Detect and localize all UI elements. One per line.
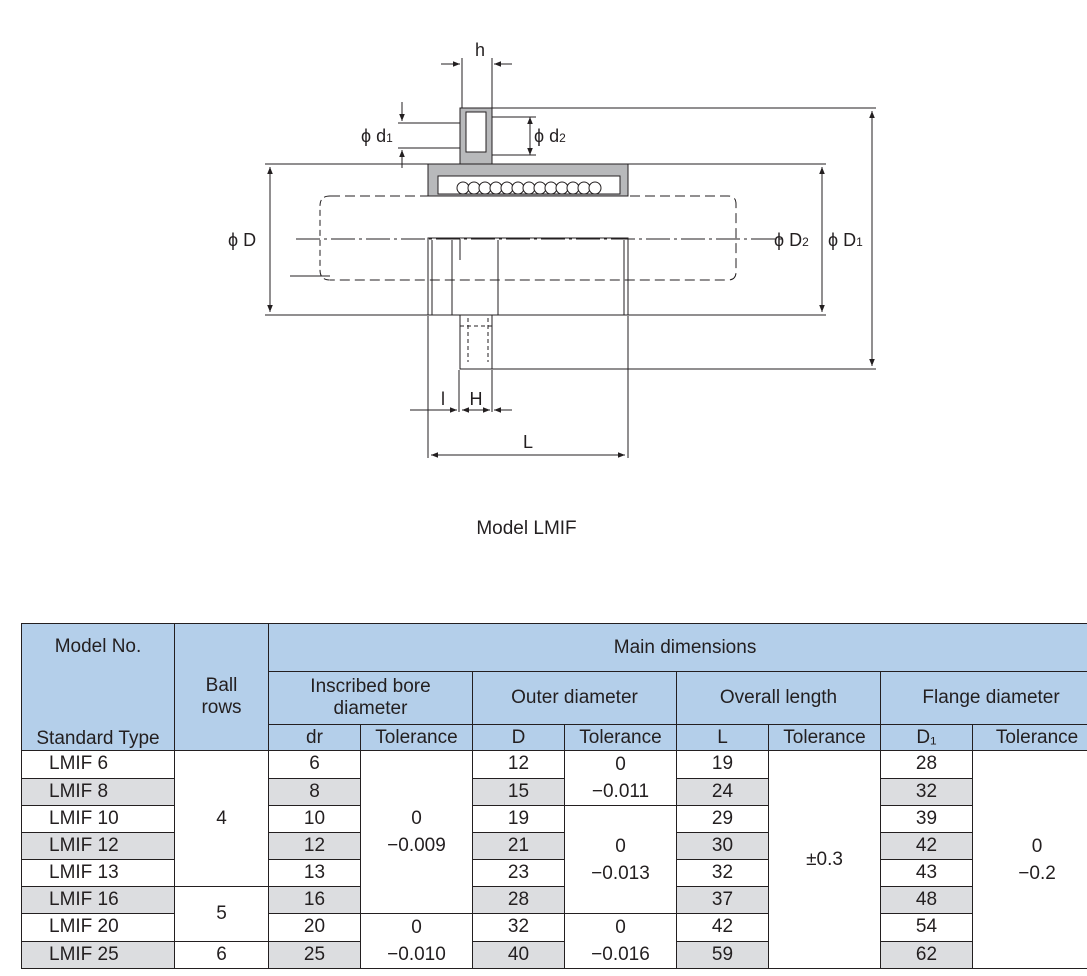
L-cell: 30 [676, 832, 769, 860]
header-flange-tolerance: Tolerance [971, 724, 1087, 751]
D-cell: 32 [472, 913, 565, 942]
table-row: LMIF 16 5 16 28 37 48 [21, 886, 1087, 942]
D1-cell: 48 [880, 886, 973, 914]
table-row: LMIF 13 13 23 32 43 [21, 859, 1087, 887]
dr-cell: 8 [268, 777, 361, 806]
outer-tolerance-cell: 0−0.011 [564, 750, 677, 806]
table-row: LMIF 20 20 0−0.010 32 0−0.016 42 54 [21, 913, 1087, 969]
table-row: LMIF 8 8 15 24 32 [21, 777, 1087, 806]
header-main-dimensions: Main dimensions [267, 623, 1087, 672]
ball-rows-cell: 4 [174, 750, 269, 887]
L-cell: 29 [676, 805, 769, 833]
header-length-tolerance: Tolerance [768, 724, 881, 751]
bushing-body [427, 237, 629, 316]
bore-tolerance-cell: 0−0.009 [360, 750, 473, 914]
D-cell: 40 [472, 940, 565, 969]
label-h: h [475, 40, 485, 60]
header-bore-tolerance: Tolerance [360, 724, 473, 751]
bore-tolerance-cell: 0−0.010 [360, 913, 473, 969]
D1-cell: 39 [880, 805, 973, 833]
model-cell: LMIF 13 [21, 859, 175, 887]
D1-cell: 32 [880, 777, 973, 806]
label-L: L [523, 432, 533, 452]
model-cell: LMIF 25 [21, 940, 175, 969]
header-model-no: Model No. [21, 623, 175, 751]
header-overall-length: Overall length [676, 671, 881, 725]
dr-cell: 6 [268, 750, 361, 779]
ball-rows-cell: 5 [174, 886, 269, 942]
label-D1: ϕ D1 [828, 230, 863, 250]
outer-tolerance-cell: 0−0.013 [564, 805, 677, 914]
header-D1: D₁ [880, 724, 973, 751]
dr-cell: 12 [268, 832, 361, 860]
D-cell: 15 [472, 777, 565, 806]
header-outer-tolerance: Tolerance [564, 724, 677, 751]
D-cell: 21 [472, 832, 565, 860]
D-cell: 23 [472, 859, 565, 887]
model-cell: LMIF 6 [21, 750, 175, 779]
dr-cell: 20 [268, 913, 361, 942]
D1-cell: 28 [880, 750, 973, 779]
label-D: ϕ D [228, 230, 256, 250]
ball-rows-cell: 6 [174, 940, 269, 969]
flange-lower [459, 314, 493, 370]
label-d2: ϕ d2 [534, 126, 566, 146]
header-L: L [676, 724, 769, 751]
table-row: LMIF 12 12 21 30 42 [21, 832, 1087, 860]
D1-cell: 43 [880, 859, 973, 887]
model-cell: LMIF 12 [21, 832, 175, 860]
table-row: LMIF 25 6 25 40 59 62 [21, 940, 1087, 969]
table-row: LMIF 6 4 6 0−0.009 12 0−0.011 19 ±0.3 28… [21, 750, 1087, 969]
shaft-end [319, 195, 331, 281]
balls [456, 181, 602, 195]
dr-cell: 13 [268, 859, 361, 887]
L-cell: 37 [676, 886, 769, 914]
length-tolerance-cell: ±0.3 [768, 750, 881, 969]
table-row: LMIF 10 10 19 0−0.013 29 39 [21, 805, 1087, 914]
model-cell: LMIF 10 [21, 805, 175, 833]
D1-cell: 42 [880, 832, 973, 860]
L-cell: 19 [676, 750, 769, 779]
shaft-outline [330, 195, 737, 281]
D-cell: 19 [472, 805, 565, 833]
dr-cell: 16 [268, 886, 361, 914]
header-outer-diameter: Outer diameter [472, 671, 677, 725]
header-flange-diameter: Flange diameter [879, 671, 1087, 725]
dr-cell: 10 [268, 805, 361, 833]
label-D2: ϕ D2 [774, 230, 809, 250]
label-l: l [441, 389, 445, 409]
label-H: H [470, 389, 483, 409]
bolt-hole-upper [465, 111, 487, 153]
D1-cell: 54 [880, 913, 973, 942]
figure-caption: Model LMIF [476, 518, 577, 539]
D-cell: 12 [472, 750, 565, 779]
model-cell: LMIF 16 [21, 886, 175, 914]
header-standard-type: Standard Type [36, 728, 160, 749]
model-cell: LMIF 8 [21, 777, 175, 806]
D-cell: 28 [472, 886, 565, 914]
header-D: D [472, 724, 565, 751]
flange-tolerance-cell: 0−0.2 [971, 750, 1087, 969]
dr-cell: 25 [268, 940, 361, 969]
L-cell: 42 [676, 913, 769, 942]
outer-tolerance-cell: 0−0.016 [564, 913, 677, 969]
lmif-drawing: h ϕ d1 ϕ d2 ϕ D ϕ D2 ϕ D1 l H L [228, 40, 876, 458]
model-cell: LMIF 20 [21, 913, 175, 942]
L-cell: 24 [676, 777, 769, 806]
label-d1: ϕ d1 [361, 126, 393, 146]
D1-cell: 62 [880, 940, 973, 969]
L-cell: 32 [676, 859, 769, 887]
header-inscribed-bore: Inscribed bore diameter [268, 671, 473, 725]
header-dr: dr [268, 724, 361, 751]
L-cell: 59 [676, 940, 769, 969]
